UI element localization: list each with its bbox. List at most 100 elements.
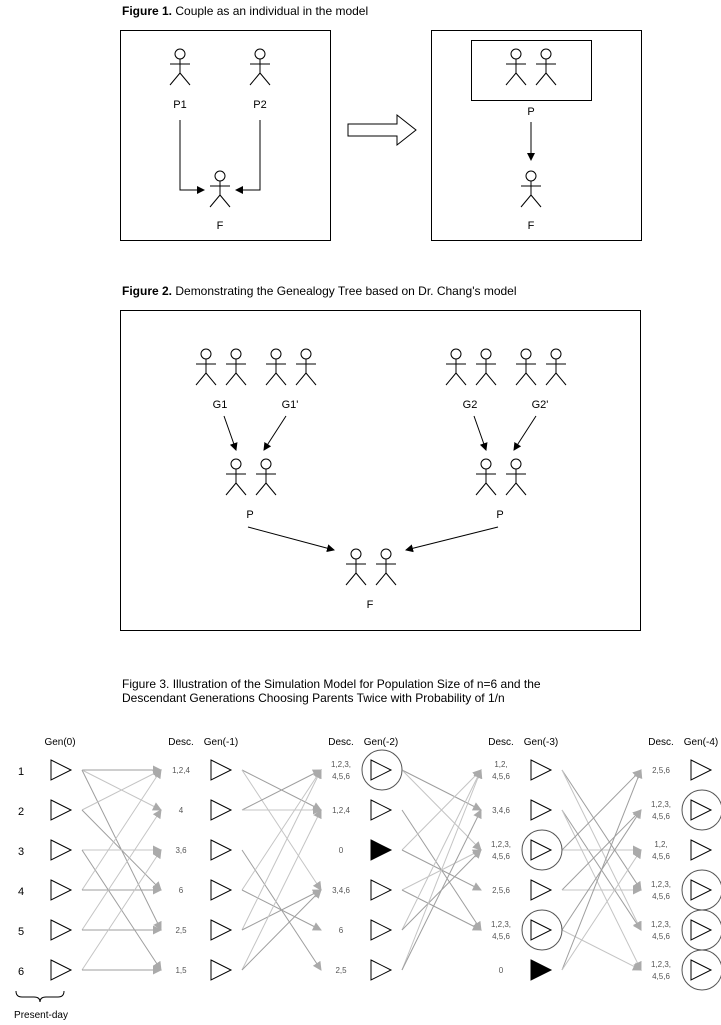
figure2-caption: Figure 2. Demonstrating the Genealogy Tr…: [122, 284, 517, 298]
g1p-person-a-icon: [265, 348, 287, 386]
g1-person-a-icon: [195, 348, 217, 386]
figure1-right-box: [431, 30, 642, 241]
person-p1-icon: [169, 48, 191, 86]
couple-person-1-icon: [505, 48, 527, 86]
figure1: Figure 1. Couple as an individual in the…: [120, 4, 642, 241]
lineage-edge: [241, 769, 322, 891]
present-day-brace: [15, 990, 65, 1003]
lineage-edge: [241, 889, 322, 971]
label-f-left: F: [217, 220, 224, 232]
p-right-person-a-icon: [475, 458, 497, 496]
label-g1: G1: [213, 399, 228, 411]
g1-person-b-icon: [225, 348, 247, 386]
row-number-6: 6: [18, 966, 24, 978]
descendant-label: 4,5,6: [492, 932, 510, 941]
node-triangle-icon: [210, 919, 233, 941]
label-f-right: F: [528, 220, 535, 232]
descendant-label: 6: [179, 886, 184, 895]
node-triangle-icon: [530, 759, 553, 781]
descendant-label: 2,5: [335, 966, 347, 975]
lineage-edge: [561, 769, 642, 851]
arrow-g2p-to-p: [513, 415, 537, 451]
f-person-b-icon: [375, 548, 397, 586]
figure1-caption: Figure 1. Couple as an individual in the…: [122, 4, 368, 18]
arrow-p2-to-f: [235, 120, 261, 194]
node-triangle-icon: [50, 839, 73, 861]
node-triangle-icon: [50, 879, 73, 901]
figure1-left-box: [120, 30, 331, 241]
node-triangle-icon: [530, 839, 553, 861]
arrow-pl-to-f: [247, 526, 335, 553]
descendant-label: 4,5,6: [492, 852, 510, 861]
descendant-label: 1,2,3,: [491, 920, 511, 929]
label-p-left: P: [246, 509, 253, 521]
node-triangle-icon: [370, 879, 393, 901]
label-p-right: P: [527, 106, 534, 118]
f-person-a-icon: [345, 548, 367, 586]
descendant-label: 3,4,6: [332, 886, 350, 895]
lineage-edge: [401, 889, 482, 931]
figure1-caption-text: Couple as an individual in the model: [172, 4, 368, 18]
g2p-person-b-icon: [545, 348, 567, 386]
descendant-label: 4,5,6: [652, 892, 670, 901]
node-triangle-icon: [210, 959, 233, 981]
figure3-caption-line1: Figure 3. Illustration of the Simulation…: [122, 677, 541, 691]
row-number-5: 5: [18, 926, 24, 938]
descendant-label: 4: [179, 806, 184, 815]
desc-header-3: Desc.: [488, 737, 514, 748]
gen0-header: Gen(0): [44, 737, 75, 748]
desc-header-1: Desc.: [168, 737, 194, 748]
row-number-4: 4: [18, 886, 24, 898]
node-triangle-icon: [370, 959, 393, 981]
arrow-p1-to-f: [179, 120, 205, 194]
descendant-label: 1,2,3,: [491, 840, 511, 849]
g2-person-b-icon: [475, 348, 497, 386]
descendant-label: 2,5,6: [652, 766, 670, 775]
node-triangle-icon: [210, 759, 233, 781]
node-triangle-icon: [50, 919, 73, 941]
p-right-person-b-icon: [505, 458, 527, 496]
figure2-box: [120, 310, 641, 631]
descendant-label: 3,4,6: [492, 806, 510, 815]
descendant-label: 1,2,: [494, 760, 507, 769]
arrow-g1-to-p: [223, 415, 238, 451]
label-f2: F: [367, 599, 374, 611]
label-p-right2: P: [496, 509, 503, 521]
figure1-caption-bold: Figure 1.: [122, 4, 172, 18]
node-triangle-icon: [690, 759, 713, 781]
node-triangle-icon: [690, 959, 713, 981]
label-p2: P2: [253, 99, 266, 111]
gen3-header: Gen(-3): [524, 737, 558, 748]
descendant-label: 1,2,4: [332, 806, 350, 815]
descendant-label: 0: [499, 966, 504, 975]
g2p-person-a-icon: [515, 348, 537, 386]
lineage-edge: [241, 889, 322, 931]
present-day-label: Present-day: [14, 1010, 68, 1021]
lineage-edge: [81, 769, 162, 811]
lineage-edge: [401, 769, 483, 971]
arrow-g2-to-p: [473, 415, 488, 451]
descendant-label: 2,5: [175, 926, 187, 935]
lineage-edge: [241, 769, 322, 931]
descendant-label: 4,5,6: [652, 852, 670, 861]
lineage-edge: [561, 809, 642, 891]
simulation-edges: [81, 765, 643, 975]
extinct-node-triangle-icon: [370, 839, 393, 861]
node-triangle-icon: [370, 799, 393, 821]
lineage-edge: [401, 769, 482, 851]
lineage-edge: [81, 849, 162, 971]
node-triangle-icon: [210, 799, 233, 821]
node-triangle-icon: [210, 879, 233, 901]
transform-arrow-icon: [347, 113, 417, 147]
descendant-label: 4,5,6: [652, 812, 670, 821]
descendant-label: 0: [339, 846, 344, 855]
node-triangle-icon: [210, 839, 233, 861]
lineage-edge: [401, 809, 482, 971]
descendant-label: 4,5,6: [652, 972, 670, 981]
p-left-person-b-icon: [255, 458, 277, 496]
arrow-g1p-to-p: [263, 415, 287, 451]
lineage-edge: [561, 769, 642, 891]
lineage-edge: [561, 769, 643, 971]
gen4-header: Gen(-4): [684, 737, 718, 748]
